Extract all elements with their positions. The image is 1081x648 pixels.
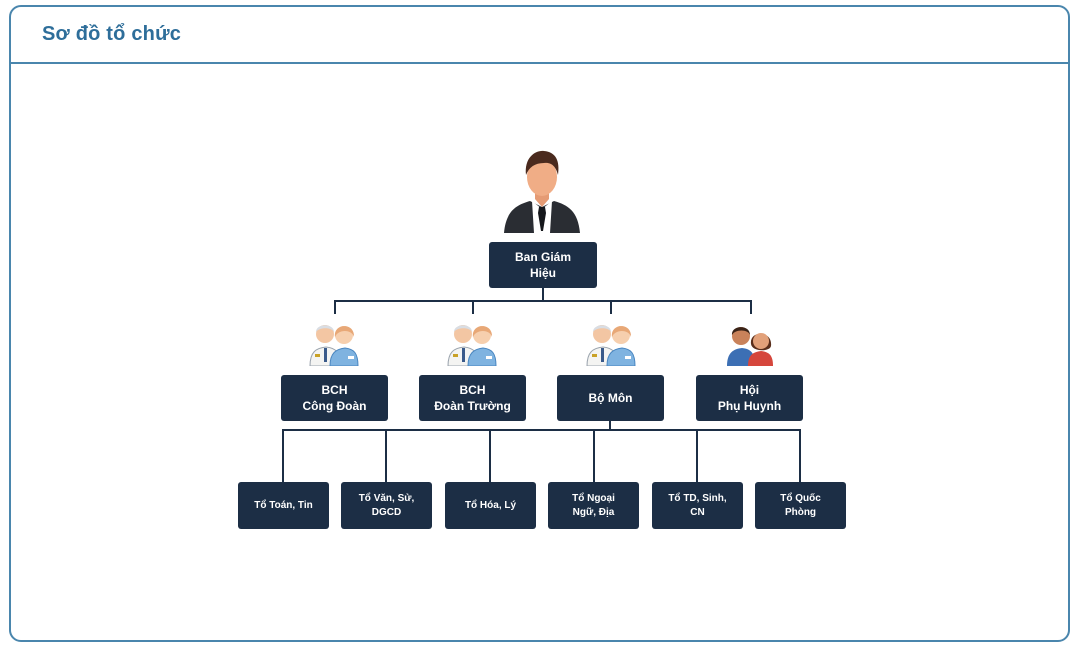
connector-line — [489, 429, 491, 482]
org-node-to-td-sinh-cn[interactable]: Tổ TD, Sinh, CN — [652, 482, 743, 529]
staff-pair-icon — [586, 325, 636, 366]
connector-line — [610, 300, 612, 314]
connector-line — [334, 300, 752, 302]
org-node-hoi-phu-huynh[interactable]: Hội Phụ Huynh — [696, 375, 803, 421]
org-node-bo-mon[interactable]: Bộ Môn — [557, 375, 664, 421]
manager-icon — [504, 150, 580, 233]
connector-line — [609, 421, 611, 431]
org-node-bch-doan-truong[interactable]: BCH Đoàn Trường — [419, 375, 526, 421]
connector-line — [542, 288, 544, 302]
connector-line — [799, 429, 801, 482]
staff-pair-icon — [309, 325, 359, 366]
page-title: Sơ đồ tổ chức — [42, 23, 182, 45]
connector-line — [282, 429, 284, 482]
org-node-to-toan-tin[interactable]: Tổ Toán, Tin — [238, 482, 329, 529]
connector-line — [282, 429, 801, 431]
org-chart-card: Sơ đồ tổ chức — [9, 5, 1070, 642]
staff-pair-icon — [447, 325, 497, 366]
org-node-to-quoc-phong[interactable]: Tổ Quốc Phòng — [755, 482, 846, 529]
connector-line — [334, 300, 336, 314]
org-node-to-ngoai-ngu-dia[interactable]: Tổ Ngoại Ngữ, Địa — [548, 482, 639, 529]
connector-line — [385, 429, 387, 482]
connector-line — [593, 429, 595, 482]
org-node-to-van-su-dgcd[interactable]: Tổ Văn, Sử, DGCD — [341, 482, 432, 529]
parents-icon — [727, 327, 773, 366]
org-node-to-hoa-ly[interactable]: Tổ Hóa, Lý — [445, 482, 536, 529]
connector-line — [750, 300, 752, 314]
org-node-root[interactable]: Ban Giám Hiệu — [489, 242, 597, 288]
card-header: Sơ đồ tổ chức — [11, 7, 1068, 64]
connector-line — [696, 429, 698, 482]
org-node-bch-cong-doan[interactable]: BCH Công Đoàn — [281, 375, 388, 421]
connector-line — [472, 300, 474, 314]
